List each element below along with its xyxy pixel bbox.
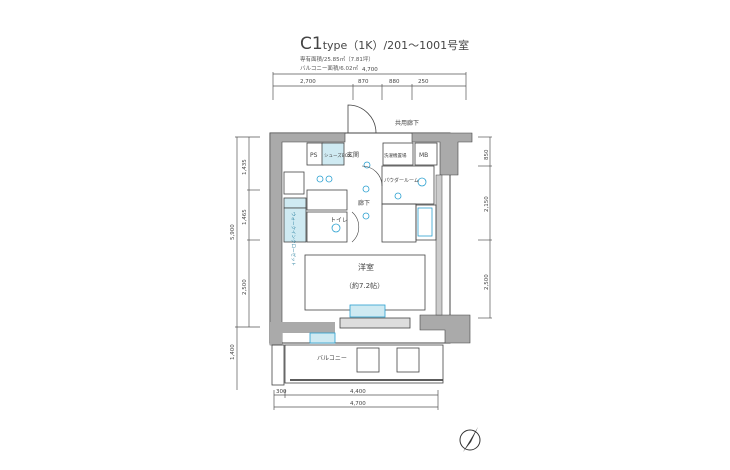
entrance-door [347, 104, 377, 134]
type-code: C1 [300, 34, 323, 54]
dim-right-2: 2,150 [484, 196, 490, 212]
label-closet: ウォークインクローゼット [290, 212, 297, 266]
dim-right-3: 2,500 [484, 274, 490, 290]
dim-bottom-1: 300 [276, 389, 287, 395]
dim-left-3: 2,500 [242, 279, 248, 295]
balcony-area: バルコニー面積/6.02㎡ [300, 66, 358, 72]
dim-bottom-total: 4,700 [350, 401, 366, 407]
north-compass-icon [459, 427, 481, 452]
dim-right-1: 850 [484, 149, 490, 160]
label-laundry: 洗濯機置場 [384, 152, 407, 159]
dim-left-2: 1,465 [242, 209, 248, 225]
label-shared-corridor: 共用廊下 [395, 119, 419, 127]
label-shoes: シューズBOX [324, 152, 351, 159]
label-powder-room: パウダールーム [384, 177, 419, 184]
label-western-size: （約7.2帖） [345, 281, 384, 290]
label-ps: PS [310, 152, 318, 159]
left-dimensions [235, 136, 260, 390]
dim-top-total: 4,700 [362, 67, 378, 73]
right-dimensions [478, 136, 492, 319]
dim-left-total: 5,900 [230, 224, 236, 240]
label-mb: MB [419, 152, 428, 159]
label-hallway: 廊下 [358, 199, 370, 207]
dim-top-1: 2,700 [300, 79, 316, 85]
dim-top-2: 870 [358, 79, 369, 85]
bottom-dimensions [273, 390, 439, 410]
dim-bottom-2: 4,400 [350, 389, 366, 395]
label-toilet: トイレ [330, 217, 348, 224]
top-dimensions [272, 72, 467, 100]
label-balcony: バルコニー [317, 355, 347, 362]
dim-left-balcony: 1,400 [230, 344, 236, 360]
label-entrance: 玄関 [347, 151, 359, 159]
dim-left-1: 1,435 [242, 159, 248, 175]
dim-top-3: 880 [389, 79, 400, 85]
type-text: type（1K）/201～1001号室 [322, 39, 470, 52]
balcony [271, 332, 444, 386]
exclusive-area: 専有面積/25.85㎡（7.81坪） [300, 57, 374, 63]
plan-title: C1type（1K）/201～1001号室 [300, 34, 469, 54]
label-western-room: 洋室 [358, 262, 374, 272]
fixtures [316, 161, 433, 237]
dim-top-4: 250 [418, 79, 429, 85]
